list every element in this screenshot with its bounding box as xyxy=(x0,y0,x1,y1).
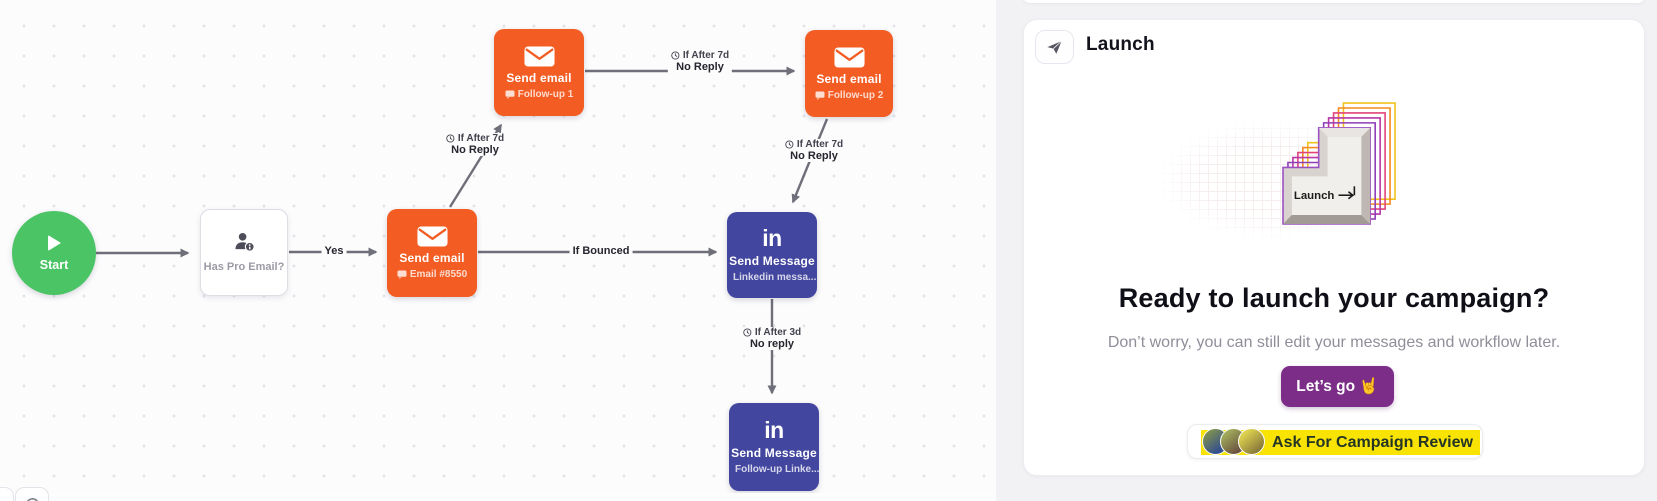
node-condition-has-pro-email[interactable]: Has Pro Email? xyxy=(200,209,288,296)
message-template-icon xyxy=(815,90,825,100)
redo-icon[interactable] xyxy=(15,487,49,501)
clock-icon xyxy=(785,140,794,149)
edge-label-after7d-noreply: If After 7d No Reply xyxy=(667,50,733,73)
launch-subheading: Don’t worry, you can still edit your mes… xyxy=(1107,334,1561,351)
node-subtitle: Email #8550 xyxy=(397,269,467,280)
clock-icon xyxy=(743,328,752,337)
node-subtitle: Follow-up 2 xyxy=(815,90,883,101)
email-icon xyxy=(833,46,865,68)
canvas-edge xyxy=(0,493,996,501)
node-title: Send email xyxy=(506,70,572,85)
node-label: Start xyxy=(39,257,69,272)
clock-icon xyxy=(671,51,680,60)
edge-label-after7d-noreply: If After 7d No Reply xyxy=(442,133,508,156)
edge-label-yes: Yes xyxy=(321,245,347,257)
contact-check-icon xyxy=(234,232,255,252)
email-icon xyxy=(416,226,448,247)
node-title: Send Message xyxy=(729,254,815,268)
node-title: Send email xyxy=(399,251,465,265)
node-send-linkedin-followup[interactable]: in Send Message Follow-up Linke... xyxy=(729,403,819,491)
previous-section-card xyxy=(1023,0,1645,3)
email-icon xyxy=(523,45,555,67)
message-template-icon xyxy=(397,270,407,279)
workflow-canvas[interactable]: Yes If Bounced If After 7d No Reply If A… xyxy=(0,0,996,501)
launch-card: Launch Launch xyxy=(1023,19,1645,476)
section-title: Launch xyxy=(1086,34,1155,55)
node-label: Has Pro Email? xyxy=(203,261,285,273)
node-send-email-followup2[interactable]: Send email Follow-up 2 xyxy=(805,30,893,117)
node-title: Send email xyxy=(816,71,882,86)
node-title: Send Message xyxy=(731,446,817,460)
node-send-email[interactable]: Send email Email #8550 xyxy=(387,209,477,297)
edge-label-after3d-noreply: If After 3d No reply xyxy=(739,327,805,350)
edge-label-after7d-noreply: If After 7d No Reply xyxy=(781,139,847,162)
node-start[interactable]: Start xyxy=(12,211,96,295)
svg-text:Launch: Launch xyxy=(1294,190,1335,202)
play-icon xyxy=(47,234,61,251)
node-subtitle: Follow-up Linke... xyxy=(732,464,819,475)
team-avatars xyxy=(1202,428,1265,455)
node-send-linkedin-message[interactable]: in Send Message Linkedin messa... xyxy=(727,212,817,298)
node-send-email-followup1[interactable]: Send email Follow-up 1 xyxy=(494,29,584,116)
clock-icon xyxy=(446,134,455,143)
node-subtitle: Linkedin messa... xyxy=(730,272,816,283)
linkedin-icon: in xyxy=(764,417,784,443)
launch-section-icon-button[interactable] xyxy=(1035,30,1074,64)
launch-heading: Ready to launch your campaign? xyxy=(1118,283,1550,313)
node-subtitle: Follow-up 1 xyxy=(505,89,573,100)
launch-panel: Launch Launch xyxy=(996,0,1657,501)
linkedin-icon: in xyxy=(762,225,782,251)
launch-key-illustration: Launch xyxy=(1282,102,1396,225)
undo-button[interactable] xyxy=(0,487,14,501)
edge-label-if-bounced: If Bounced xyxy=(569,245,633,257)
lets-go-button[interactable]: Let’s go 🤘 xyxy=(1281,366,1394,407)
ask-campaign-review-button[interactable]: Ask For Campaign Review xyxy=(1187,424,1483,459)
paper-plane-icon xyxy=(1047,40,1062,54)
message-template-icon xyxy=(505,89,515,99)
avatar xyxy=(1238,428,1265,455)
